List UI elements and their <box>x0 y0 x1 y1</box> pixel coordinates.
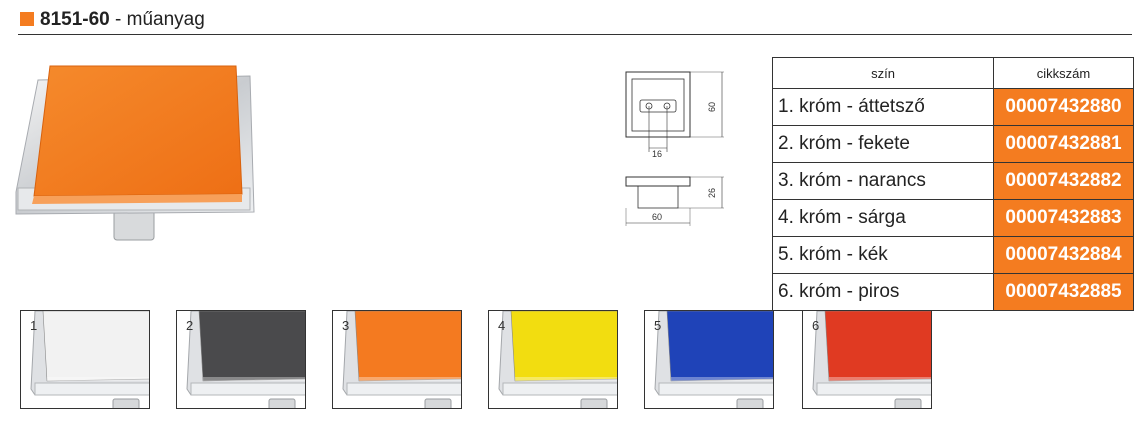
dim-height: 60 <box>707 102 717 112</box>
swatch-number: 6 <box>812 318 820 333</box>
glass-highlight-shape <box>671 377 773 381</box>
technical-drawing: 16 60 60 26 <box>618 66 728 236</box>
variant-name: 3. króm - narancs <box>772 162 994 200</box>
stem-shape <box>894 398 922 408</box>
glass-top-shape <box>42 311 149 382</box>
stem-shape <box>424 398 452 408</box>
swatch-1: 1 <box>20 310 150 409</box>
stem-shape <box>736 398 764 408</box>
product-title: 8151-60 - műanyag <box>40 9 205 31</box>
swatch-number: 5 <box>654 318 662 333</box>
glass-top-shape <box>510 311 617 382</box>
stem-shape <box>268 398 296 408</box>
glass-highlight-shape <box>829 377 931 381</box>
table-row: 3. króm - narancs 00007432882 <box>772 162 1134 200</box>
glass-highlight-shape <box>515 377 617 381</box>
glass-top-shape <box>198 311 305 382</box>
glass-top-shape <box>666 311 773 382</box>
swatch-3: 3 <box>332 310 462 409</box>
variant-code: 00007432884 <box>993 236 1134 274</box>
table-row: 6. króm - piros 00007432885 <box>772 273 1134 311</box>
product-code: 8151-60 <box>40 9 110 30</box>
dim-hole-spacing: 16 <box>652 149 662 159</box>
glass-top-shape <box>354 311 461 382</box>
glass-top-shape <box>824 311 931 382</box>
stem-shape <box>580 398 608 408</box>
glass-highlight-shape <box>359 377 461 381</box>
swatch-6: 6 <box>802 310 932 409</box>
swatch-number: 2 <box>186 318 194 333</box>
variant-name: 6. króm - piros <box>772 273 994 311</box>
variant-name: 5. króm - kék <box>772 236 994 274</box>
product-material: - műanyag <box>109 9 205 30</box>
swatch-number: 1 <box>30 318 38 333</box>
product-image <box>10 62 272 244</box>
swatch-2: 2 <box>176 310 306 409</box>
glass-highlight-shape <box>203 377 305 381</box>
swatch-4: 4 <box>488 310 618 409</box>
page-header: 8151-60 - műanyag <box>18 8 1132 35</box>
table-row: 1. króm - áttetsző 00007432880 <box>772 88 1134 126</box>
variant-name: 1. króm - áttetsző <box>772 88 994 126</box>
glass-highlight-shape <box>47 377 149 381</box>
chrome-edge-shape <box>502 382 617 396</box>
swatch-number: 4 <box>498 318 506 333</box>
table-row: 4. króm - sárga 00007432883 <box>772 199 1134 237</box>
variant-code: 00007432880 <box>993 88 1134 126</box>
variant-code: 00007432882 <box>993 162 1134 200</box>
swatch-5: 5 <box>644 310 774 409</box>
dim-width: 60 <box>652 212 662 222</box>
table-row: 2. króm - fekete 00007432881 <box>772 125 1134 163</box>
variant-code: 00007432883 <box>993 199 1134 237</box>
orange-square-marker <box>20 12 34 26</box>
table-row: 5. króm - kék 00007432884 <box>772 236 1134 274</box>
chrome-edge-shape <box>34 382 149 396</box>
product-code-table: szín cikkszám 1. króm - áttetsző 0000743… <box>772 57 1134 311</box>
dim-depth: 26 <box>707 188 717 198</box>
chrome-edge-shape <box>658 382 773 396</box>
stem-shape <box>112 398 140 408</box>
variant-name: 2. króm - fekete <box>772 125 994 163</box>
chrome-edge-shape <box>190 382 305 396</box>
chrome-edge-shape <box>346 382 461 396</box>
variant-code: 00007432881 <box>993 125 1134 163</box>
variant-name: 4. króm - sárga <box>772 199 994 237</box>
column-header-code: cikkszám <box>993 57 1134 89</box>
chrome-edge-shape <box>816 382 931 396</box>
table-header-row: szín cikkszám <box>772 57 1134 89</box>
swatch-number: 3 <box>342 318 350 333</box>
column-header-color: szín <box>772 57 994 89</box>
variant-code: 00007432885 <box>993 273 1134 311</box>
